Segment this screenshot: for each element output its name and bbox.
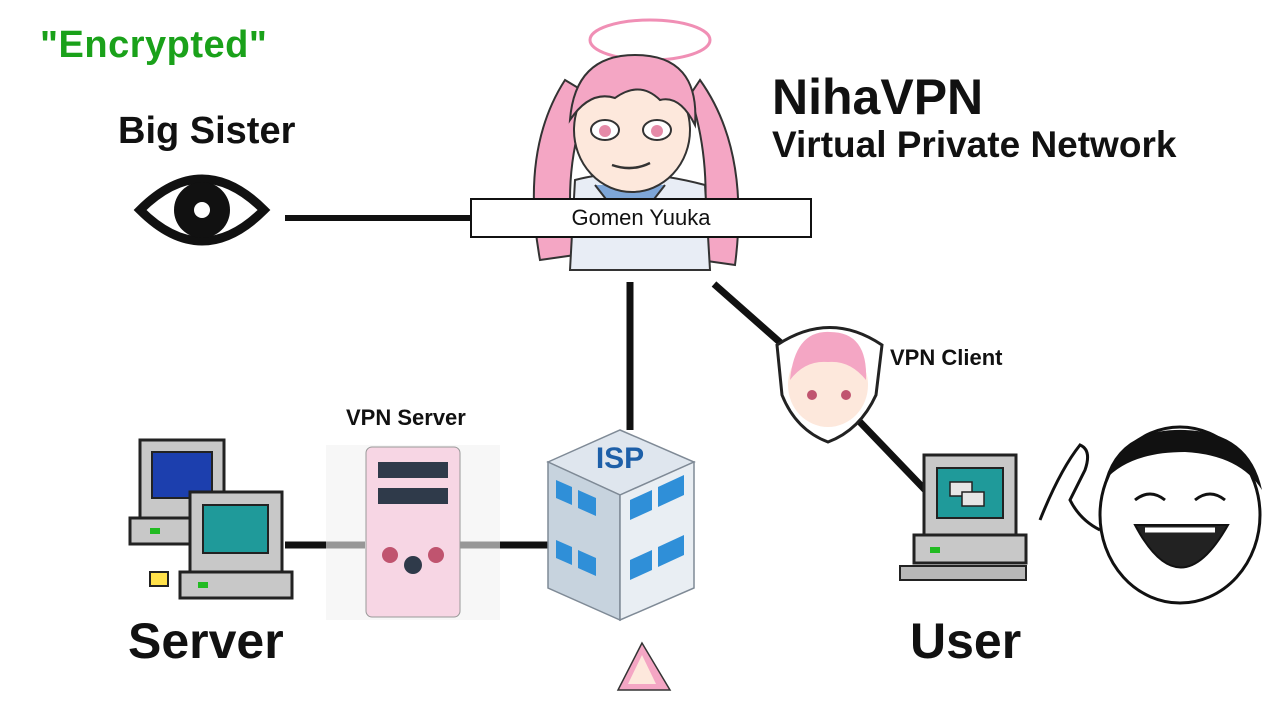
big-sister-label: Big Sister: [118, 110, 296, 152]
eye-icon: [133, 174, 271, 246]
user-computer-icon: [899, 453, 1028, 581]
small-pyramid-icon: [616, 641, 672, 691]
vpn-server-label: VPN Server: [346, 405, 466, 430]
gomen-yuuka-nameplate: Gomen Yuuka: [470, 198, 812, 238]
encrypted-label: "Encrypted": [40, 24, 268, 66]
vpn-shield-icon: [775, 326, 884, 444]
vpn-server-box-icon: [326, 445, 500, 620]
isp-building-icon: [546, 429, 696, 622]
user-label: User: [910, 613, 1022, 669]
server-computers-icon: [128, 438, 294, 600]
server-label: Server: [128, 613, 284, 669]
vpn-client-label: VPN Client: [890, 345, 1003, 370]
vpn-title: NihaVPN: [772, 69, 984, 125]
client-to-user-line: [855, 417, 933, 498]
laughing-meme-face: [1038, 425, 1262, 605]
vpn-subtitle: Virtual Private Network: [772, 124, 1177, 165]
